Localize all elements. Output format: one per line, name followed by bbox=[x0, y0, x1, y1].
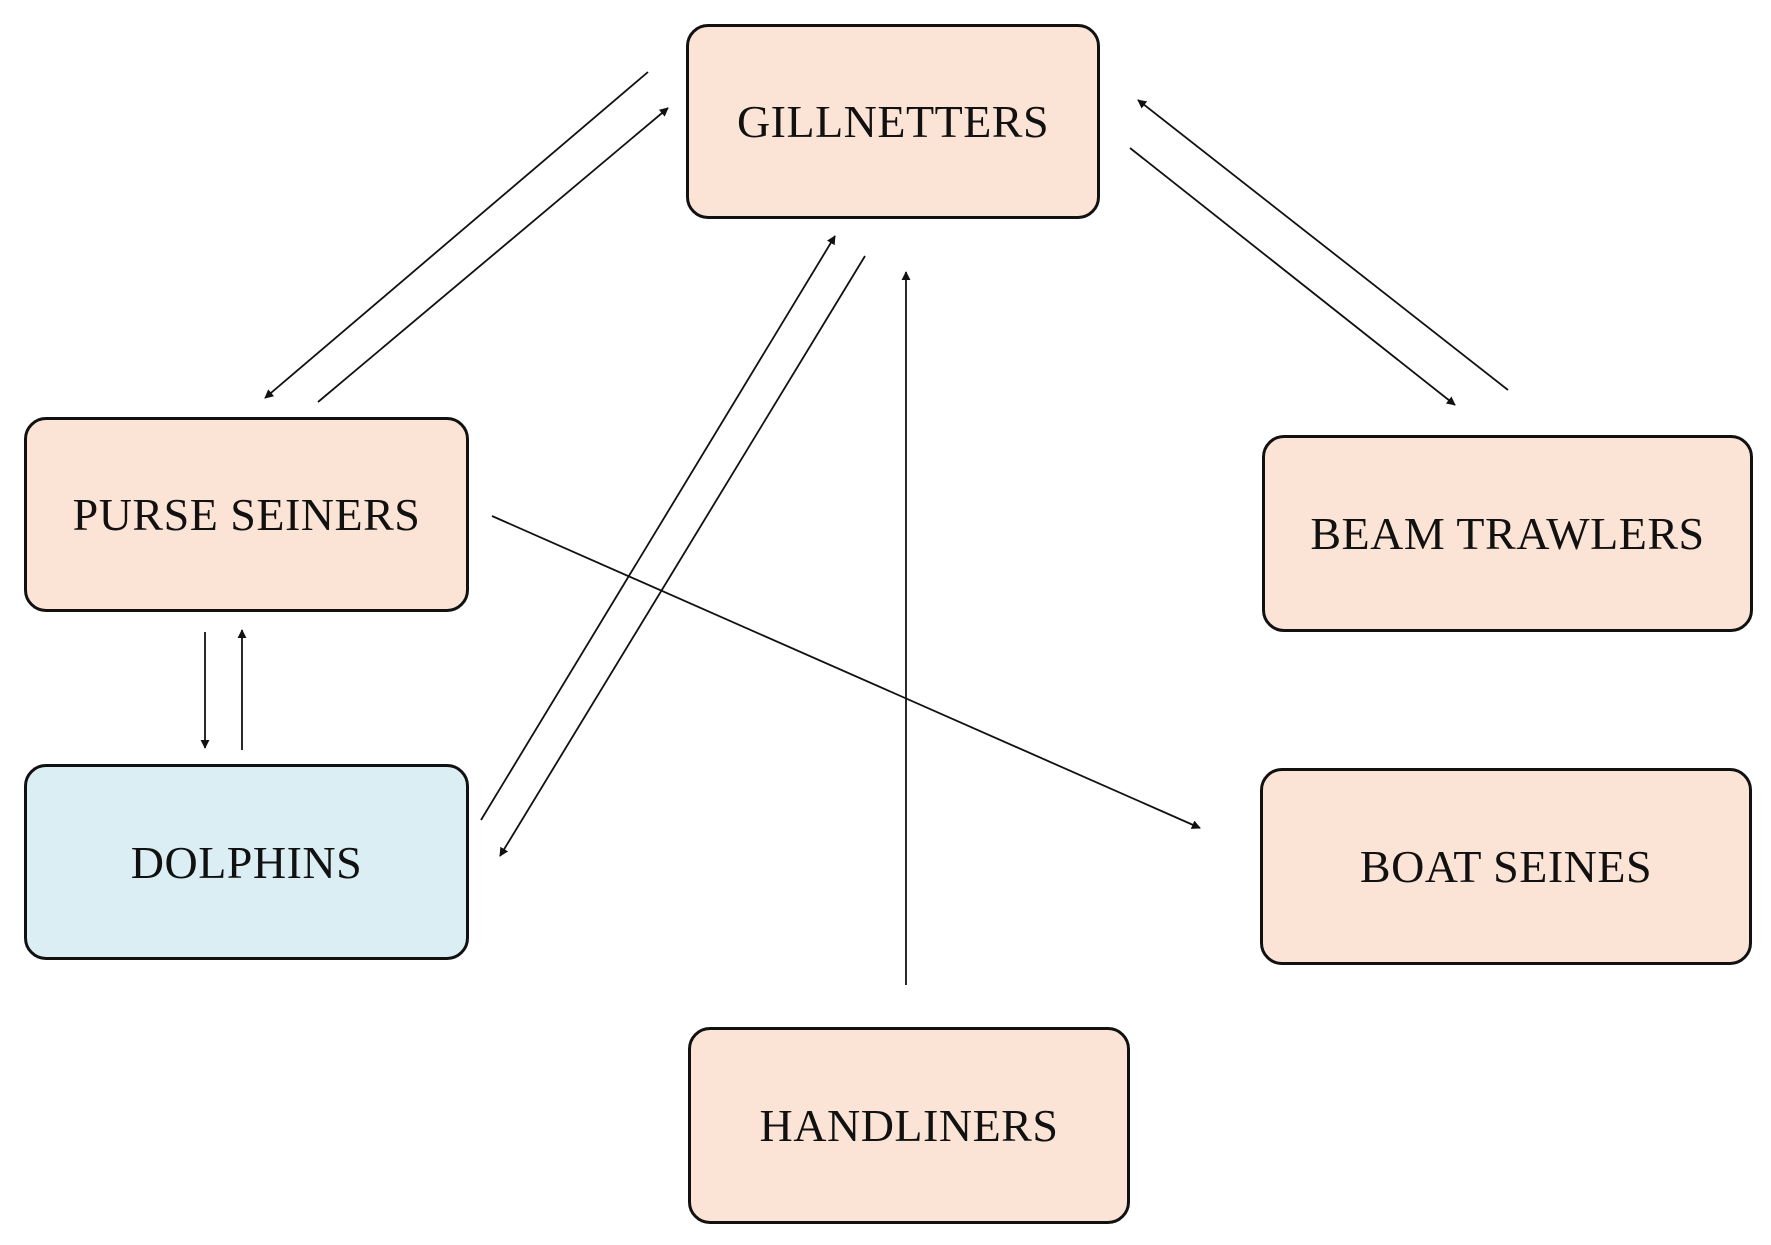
arrow-gillnetters-to-beam-trawlers bbox=[1129, 147, 1456, 406]
node-label-purse-seiners: PURSE SEINERS bbox=[72, 489, 421, 540]
node-gillnetters: GILLNETTERS bbox=[686, 24, 1100, 219]
node-purse-seiners: PURSE SEINERS bbox=[24, 417, 469, 612]
arrow-beam-trawlers-to-gillnetters bbox=[1137, 99, 1509, 391]
arrow-gillnetters-to-purse-seiners bbox=[264, 71, 649, 399]
arrow-purse-seiners-to-gillnetters bbox=[317, 107, 669, 403]
node-handliners: HANDLINERS bbox=[688, 1027, 1130, 1224]
node-label-beam-trawlers: BEAM TRAWLERS bbox=[1310, 508, 1705, 559]
arrow-gillnetters-to-dolphins bbox=[499, 255, 866, 857]
arrow-purse-seiners-to-boat-seines bbox=[491, 515, 1201, 829]
node-label-handliners: HANDLINERS bbox=[759, 1100, 1059, 1151]
node-label-boat-seines: BOAT SEINES bbox=[1359, 841, 1653, 892]
node-dolphins: DOLPHINS bbox=[24, 764, 469, 960]
node-label-gillnetters: GILLNETTERS bbox=[736, 96, 1050, 147]
arrow-dolphins-to-gillnetters bbox=[480, 235, 836, 821]
node-beam-trawlers: BEAM TRAWLERS bbox=[1262, 435, 1753, 632]
node-label-dolphins: DOLPHINS bbox=[130, 836, 363, 888]
node-boat-seines: BOAT SEINES bbox=[1260, 768, 1752, 965]
